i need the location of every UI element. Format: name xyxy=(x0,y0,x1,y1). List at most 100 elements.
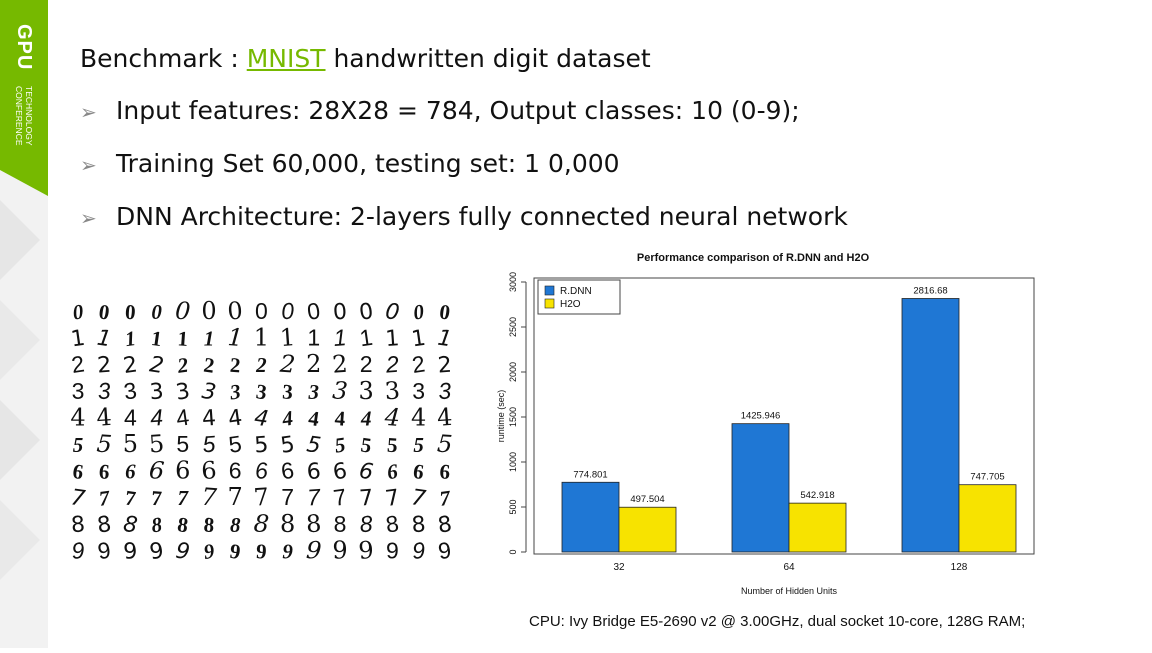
digit-glyph: 7 xyxy=(124,486,138,511)
digit-glyph: 0 xyxy=(97,299,111,324)
digit-glyph: 1 xyxy=(307,325,320,351)
digit-glyph: 6 xyxy=(71,459,85,484)
digit-glyph: 7 xyxy=(151,486,163,511)
title-suffix: handwritten digit dataset xyxy=(325,44,651,73)
digit-glyph: 7 xyxy=(253,483,270,512)
bar-chart: Performance comparison of R.DNN and H2O … xyxy=(496,252,1035,596)
digit-glyph: 6 xyxy=(306,459,322,485)
digit-glyph: 1 xyxy=(69,326,86,353)
digit-glyph: 9 xyxy=(148,539,165,564)
digit-glyph: 3 xyxy=(412,378,425,404)
bar-value-label: 497.504 xyxy=(630,494,664,505)
digit-glyph: 6 xyxy=(229,458,242,484)
digit-glyph: 4 xyxy=(175,404,191,432)
digit-glyph: 9 xyxy=(358,536,375,564)
logo-band xyxy=(0,0,48,196)
digit-glyph: 6 xyxy=(254,457,269,484)
digit-glyph: 0 xyxy=(280,298,295,325)
arrow-bullet-icon: ➢ xyxy=(80,206,97,230)
digit-glyph: 7 xyxy=(178,486,190,510)
title-prefix: Benchmark : xyxy=(80,44,247,73)
bullet-text: Input features: 28X28 = 784, Output clas… xyxy=(116,96,800,125)
digit-glyph: 9 xyxy=(228,539,242,564)
mnist-link[interactable]: MNIST xyxy=(246,44,326,73)
digit-glyph: 3 xyxy=(200,379,217,406)
digit-glyph: 1 xyxy=(333,324,348,351)
y-tick-label: 3000 xyxy=(508,272,518,292)
digit-glyph: 4 xyxy=(124,404,137,430)
x-tick-label: 128 xyxy=(951,562,968,573)
digit-glyph: 2 xyxy=(175,353,190,378)
digit-glyph: 9 xyxy=(332,536,347,564)
digit-glyph: 7 xyxy=(332,483,348,511)
digit-glyph: 1 xyxy=(385,326,401,352)
cpu-footnote: CPU: Ivy Bridge E5-2690 v2 @ 3.00GHz, du… xyxy=(529,613,1026,630)
chart-title: Performance comparison of R.DNN and H2O xyxy=(637,252,870,264)
digit-glyph: 8 xyxy=(280,510,295,538)
digit-glyph: 2 xyxy=(384,351,400,378)
bar-value-label: 747.705 xyxy=(970,472,1004,483)
digit-glyph: 0 xyxy=(332,300,348,326)
digit-glyph: 8 xyxy=(359,510,374,537)
digit-glyph: 8 xyxy=(203,512,215,537)
digit-glyph: 4 xyxy=(280,406,295,431)
digit-glyph: 0 xyxy=(124,300,136,325)
bars: 774.801497.504321425.946542.918642816.68… xyxy=(561,285,1017,573)
digit-glyph: 3 xyxy=(122,377,138,405)
digit-glyph: 8 xyxy=(230,513,241,537)
digit-glyph: 3 xyxy=(174,379,191,406)
digit-glyph: 3 xyxy=(359,377,374,405)
arrow-bullet-icon: ➢ xyxy=(80,100,97,124)
digit-glyph: 4 xyxy=(96,403,113,432)
digit-glyph: 9 xyxy=(386,537,399,563)
digit-glyph: 4 xyxy=(227,406,244,433)
digit-glyph: 6 xyxy=(98,459,110,484)
bar-rdnn-64 xyxy=(731,423,790,553)
digit-glyph: 5 xyxy=(123,430,138,458)
digit-glyph: 2 xyxy=(148,352,165,379)
logo-subtitle: TECHNOLOGY CONFERENCE xyxy=(6,86,34,166)
digit-glyph: 8 xyxy=(305,509,322,538)
digit-glyph: 9 xyxy=(282,539,293,563)
digit-glyph: 7 xyxy=(358,486,374,512)
x-tick-label: 64 xyxy=(783,562,795,573)
digit-glyph: 1 xyxy=(358,324,374,352)
bullet-text: Training Set 60,000, testing set: 1 0,00… xyxy=(116,149,620,178)
bar-value-label: 774.801 xyxy=(573,469,607,480)
digit-glyph: 6 xyxy=(331,459,348,486)
x-tick-label: 32 xyxy=(613,562,625,573)
digit-glyph: 0 xyxy=(71,299,85,324)
y-tick-label: 500 xyxy=(508,499,518,514)
digit-glyph: 2 xyxy=(331,350,348,379)
digit-glyph: 8 xyxy=(334,511,347,537)
digit-glyph: 0 xyxy=(412,299,426,324)
digit-glyph: 8 xyxy=(122,512,139,539)
digit-glyph: 4 xyxy=(201,406,217,432)
digit-glyph: 2 xyxy=(96,353,112,379)
digit-glyph: 5 xyxy=(254,433,270,459)
digit-glyph: 2 xyxy=(360,351,373,377)
digit-glyph: 1 xyxy=(410,326,427,353)
legend-swatch xyxy=(544,285,555,296)
digit-glyph: 8 xyxy=(411,512,427,538)
digit-glyph: 0 xyxy=(227,297,244,326)
digit-glyph: 7 xyxy=(384,485,401,512)
digit-glyph: 6 xyxy=(200,456,217,485)
digit-glyph: 1 xyxy=(95,326,112,353)
digit-glyph: 4 xyxy=(436,403,453,432)
legend-label: R.DNN xyxy=(560,286,592,297)
bar-rdnn-128 xyxy=(901,298,960,553)
y-tick-label: 0 xyxy=(508,549,518,554)
digit-glyph: 2 xyxy=(70,350,86,378)
digit-glyph: 2 xyxy=(255,353,267,377)
digit-glyph: 9 xyxy=(71,537,86,564)
digit-glyph: 7 xyxy=(438,485,453,510)
bar-value-label: 2816.68 xyxy=(913,285,947,296)
x-axis-label: Number of Hidden Units xyxy=(741,586,838,596)
digit-glyph: 7 xyxy=(97,485,112,510)
digit-glyph: 5 xyxy=(279,432,296,459)
digit-glyph: 0 xyxy=(306,297,322,325)
digit-glyph: 1 xyxy=(254,324,269,352)
